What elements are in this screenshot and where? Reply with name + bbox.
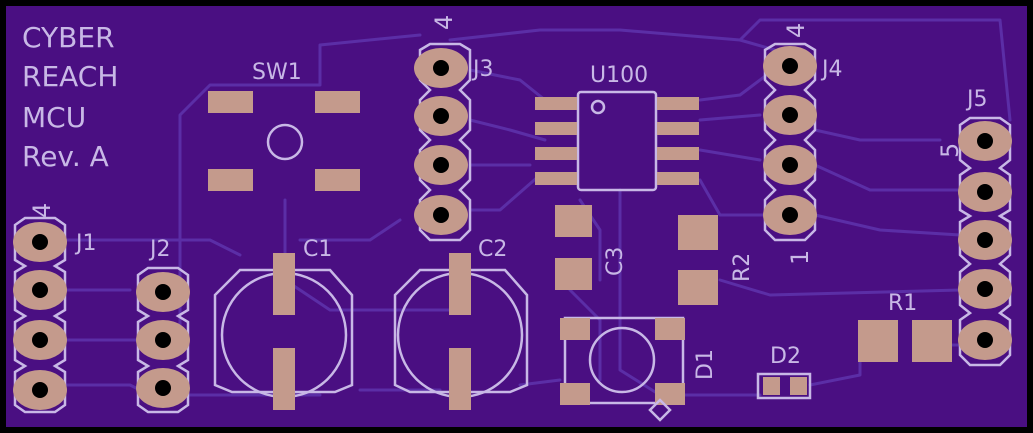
- c3-pad: [555, 258, 592, 290]
- sw1-pad: [208, 169, 253, 191]
- c3-footprint: C3: [555, 205, 628, 290]
- j2-header: J2: [136, 237, 190, 414]
- title-line-2: REACH: [22, 60, 118, 93]
- j4-pins: [763, 46, 817, 235]
- c1-outline: [213, 268, 354, 394]
- j4-outline: [763, 42, 817, 242]
- c1-pad-negative: [273, 348, 295, 410]
- r2-pad: [678, 270, 718, 305]
- d1-lens: [588, 326, 656, 394]
- j1-outline: [13, 216, 67, 414]
- j3-label: J3: [471, 57, 494, 82]
- u100-body: [576, 90, 658, 192]
- c2-outline: [393, 268, 529, 394]
- sw1-label: SW1: [252, 60, 302, 85]
- r2-footprint: R2: [678, 215, 755, 305]
- j3-outline: [418, 42, 472, 242]
- j1-pin-number: 4: [28, 203, 56, 218]
- r2-label: R2: [730, 253, 755, 282]
- title-line-3: MCU: [22, 101, 86, 134]
- j1-header: 4 J1: [13, 203, 97, 414]
- j1-pins: [13, 222, 67, 410]
- c2-label: C2: [478, 237, 507, 262]
- u100-label: U100: [590, 63, 648, 88]
- sw1-pad: [208, 91, 253, 113]
- d1-outline: [563, 316, 685, 405]
- j4-header: 4 J4 1: [763, 23, 843, 265]
- j3-header: 4 J3: [414, 15, 494, 242]
- j5-pins: [958, 121, 1012, 360]
- j3-pin-number: 4: [430, 15, 458, 30]
- board-title: CYBER REACH MCU Rev. A: [22, 21, 118, 173]
- c1-footprint: C1: [213, 237, 354, 410]
- j4-label: J4: [820, 57, 843, 82]
- j3-pins: [414, 48, 468, 235]
- sw1-button-outline: [266, 123, 304, 161]
- c2-footprint: C2: [393, 237, 529, 410]
- r1-pad: [858, 320, 898, 362]
- d1-polarity-mark: [648, 398, 672, 422]
- j1-label: J1: [74, 231, 97, 256]
- d1-footprint: D1: [560, 316, 718, 422]
- c1-label: C1: [303, 237, 332, 262]
- c2-pad-negative: [449, 348, 471, 410]
- j5-header: J5 5: [936, 87, 1012, 367]
- j2-label: J2: [148, 237, 171, 262]
- c1-pad-positive: [273, 253, 295, 315]
- title-line-1: CYBER: [22, 21, 115, 54]
- j5-pin-number: 5: [936, 143, 964, 158]
- c3-label: C3: [603, 247, 628, 276]
- u100-footprint: U100: [535, 63, 699, 192]
- trace-layer: [38, 18, 1012, 397]
- sw1-pad: [315, 169, 360, 191]
- r1-footprint: R1: [858, 291, 952, 362]
- r2-pad: [678, 215, 718, 250]
- c2-pad-positive: [449, 253, 471, 315]
- j4-pin-number-top: 4: [782, 23, 810, 38]
- d2-label: D2: [770, 344, 801, 369]
- r1-label: R1: [888, 291, 917, 316]
- j5-label: J5: [965, 87, 988, 112]
- j2-pins: [136, 272, 190, 408]
- d2-footprint: D2: [756, 344, 812, 400]
- board-substrate: [6, 6, 1027, 427]
- sw1-pad: [315, 91, 360, 113]
- r1-pad: [912, 320, 952, 362]
- j4-pin-number-bottom: 1: [786, 250, 814, 265]
- d2-outline: [756, 372, 812, 400]
- u100-pin1-mark: [590, 99, 606, 115]
- c3-pad: [555, 205, 592, 237]
- sw1-footprint: SW1: [208, 60, 360, 191]
- d1-label: D1: [693, 349, 718, 380]
- title-line-4: Rev. A: [22, 140, 109, 173]
- j5-outline: [958, 116, 1012, 367]
